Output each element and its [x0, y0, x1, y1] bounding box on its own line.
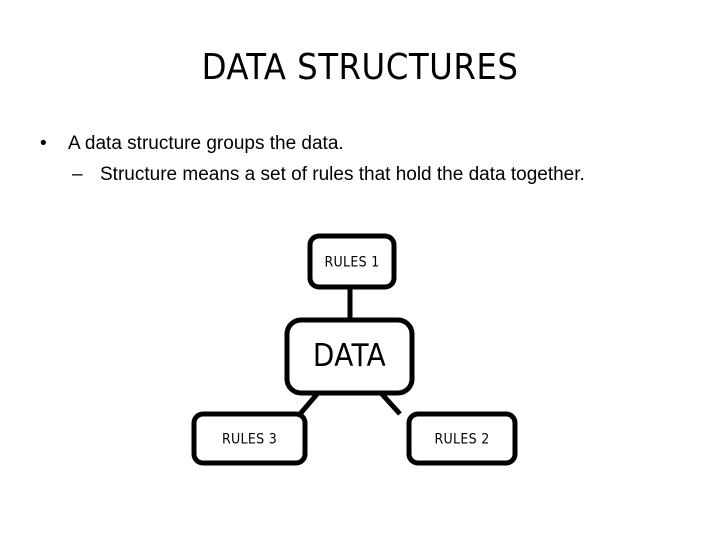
bullet-level1-text: A data structure groups the data. [68, 133, 344, 154]
rules3-box[interactable] [191, 411, 308, 466]
bullet-level1: • A data structure groups the data. [34, 128, 674, 159]
body-content: • A data structure groups the data. – St… [34, 128, 674, 190]
diagram-node-rules2[interactable]: RULES 2 [406, 411, 518, 466]
diagram-node-rules1[interactable]: RULES 1 [307, 233, 397, 290]
connector-data-rules3 [298, 391, 320, 416]
bullet-level2-text: Structure means a set of rules that hold… [100, 164, 585, 185]
rules2-label: RULES 2 [434, 432, 489, 448]
page-title: DATA STRUCTURES [201, 47, 519, 88]
diagram-node-data[interactable]: DATA [284, 317, 415, 396]
bullet-marker-icon: • [40, 133, 47, 154]
connector-data-rules2 [379, 391, 402, 416]
data-label: DATA [313, 338, 386, 374]
rules3-label: RULES 3 [222, 432, 277, 448]
bullet-level2: – Structure means a set of rules that ho… [34, 159, 674, 190]
rules1-label: RULES 1 [324, 255, 379, 271]
rules2-box[interactable] [406, 411, 518, 466]
dash-marker-icon: – [72, 164, 83, 185]
rules1-box[interactable] [307, 233, 397, 290]
data-box[interactable] [284, 317, 415, 396]
diagram-node-rules3[interactable]: RULES 3 [191, 411, 308, 466]
